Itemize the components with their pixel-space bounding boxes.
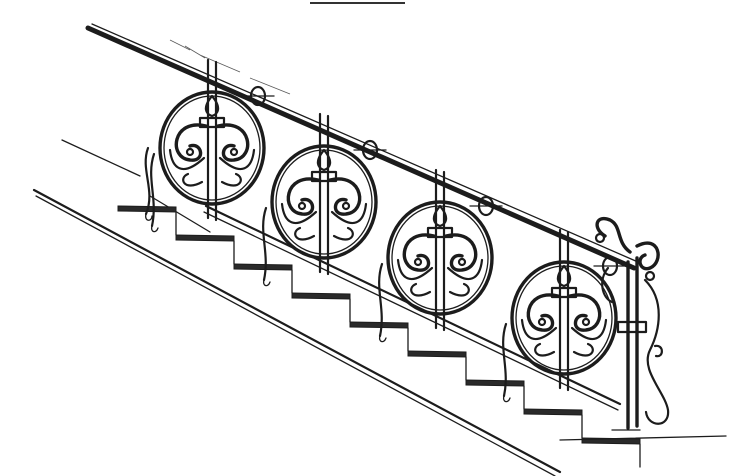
scroll-panel xyxy=(150,58,275,233)
scroll-panel xyxy=(262,112,387,287)
stair-stringer xyxy=(32,139,562,476)
stair-step xyxy=(581,437,641,468)
stair-step xyxy=(407,350,467,381)
stair-step xyxy=(175,234,235,265)
end-scroll-left xyxy=(144,146,153,221)
stair-step xyxy=(465,379,525,410)
scroll-panel xyxy=(378,168,503,343)
stair-step xyxy=(523,408,583,439)
scroll-panel xyxy=(502,228,627,403)
newel-post xyxy=(594,216,670,431)
scroll-panels xyxy=(144,58,627,403)
floor-line xyxy=(559,435,727,441)
stair-step xyxy=(233,263,293,294)
stair-step xyxy=(291,292,351,323)
stair-steps xyxy=(117,205,641,468)
stair-step xyxy=(349,321,409,352)
